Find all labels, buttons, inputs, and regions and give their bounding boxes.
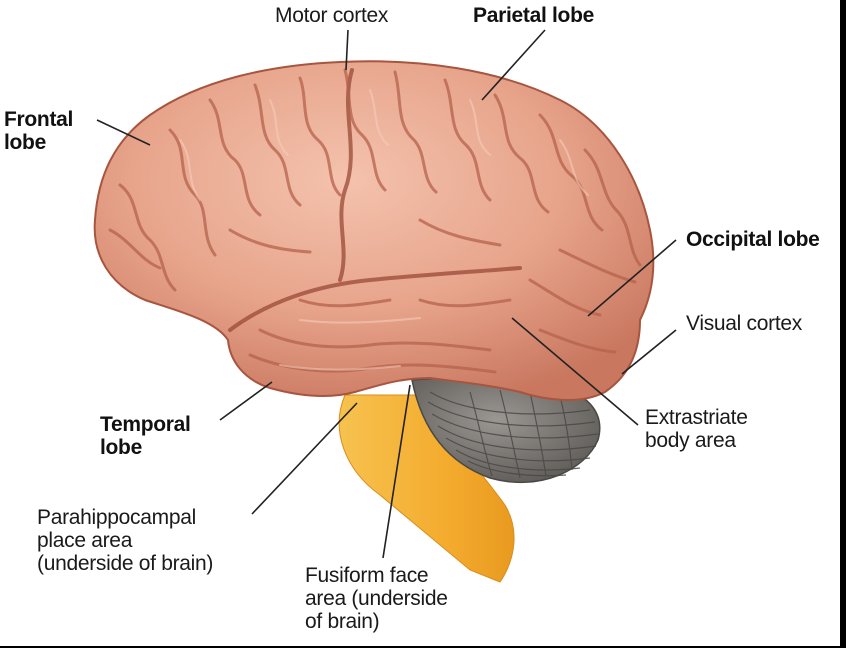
leader-parietal-lobe bbox=[481, 29, 546, 101]
label-fusiform-face-area: Fusiform face area (underside of brain) bbox=[305, 564, 448, 633]
leader-occipital-lobe bbox=[587, 239, 677, 317]
label-parahippocampal-place-area: Parahippocampal place area (underside of… bbox=[37, 506, 214, 575]
label-parietal-lobe: Parietal lobe bbox=[473, 4, 594, 27]
leader-fusiform bbox=[382, 384, 411, 559]
label-occipital-lobe: Occipital lobe bbox=[686, 228, 820, 251]
cerebral-cortex bbox=[93, 60, 655, 401]
leader-frontal-lobe bbox=[96, 119, 151, 146]
label-visual-cortex: Visual cortex bbox=[686, 312, 802, 335]
label-motor-cortex: Motor cortex bbox=[275, 4, 389, 27]
label-temporal-lobe: Temporal lobe bbox=[100, 413, 191, 459]
label-frontal-lobe: Frontal lobe bbox=[4, 108, 74, 154]
leader-visual-cortex bbox=[621, 329, 677, 375]
label-extrastriate-body-area: Extrastriate body area bbox=[645, 406, 748, 452]
leader-motor-cortex bbox=[345, 29, 349, 71]
gyri-pattern bbox=[108, 68, 642, 374]
leader-parahippocampal bbox=[251, 402, 358, 515]
cerebellum bbox=[411, 377, 601, 483]
leader-lines bbox=[96, 29, 677, 559]
leader-extrastriate bbox=[511, 317, 639, 426]
leader-temporal-lobe bbox=[219, 381, 273, 421]
